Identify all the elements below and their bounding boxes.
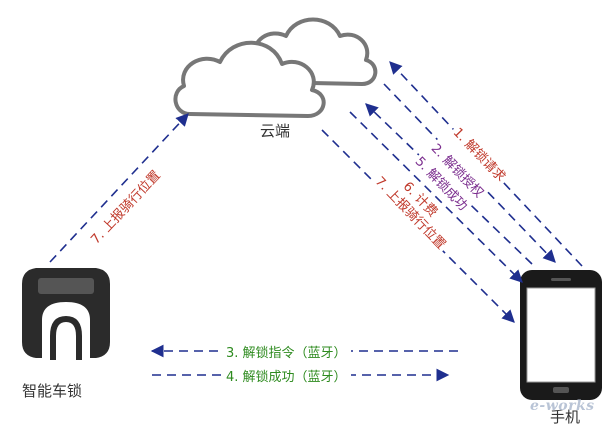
phone-icon [520,270,602,400]
arrow-m5-unlock-success [365,103,533,265]
phone-label: 手机 [550,408,581,426]
arrow-m6-billing [349,111,523,283]
cloud-icon [173,17,378,118]
label-m4: 4. 解锁成功（蓝牙） [222,366,351,385]
cloud-label: 云端 [260,122,291,140]
watermark-logo: e-works [530,398,595,414]
arrow-m7-report-location-left [49,113,189,263]
label-m3: 3. 解锁指令（蓝牙） [222,342,351,361]
smart-lock-icon [22,268,110,360]
smart-lock-label: 智能车锁 [22,382,83,400]
